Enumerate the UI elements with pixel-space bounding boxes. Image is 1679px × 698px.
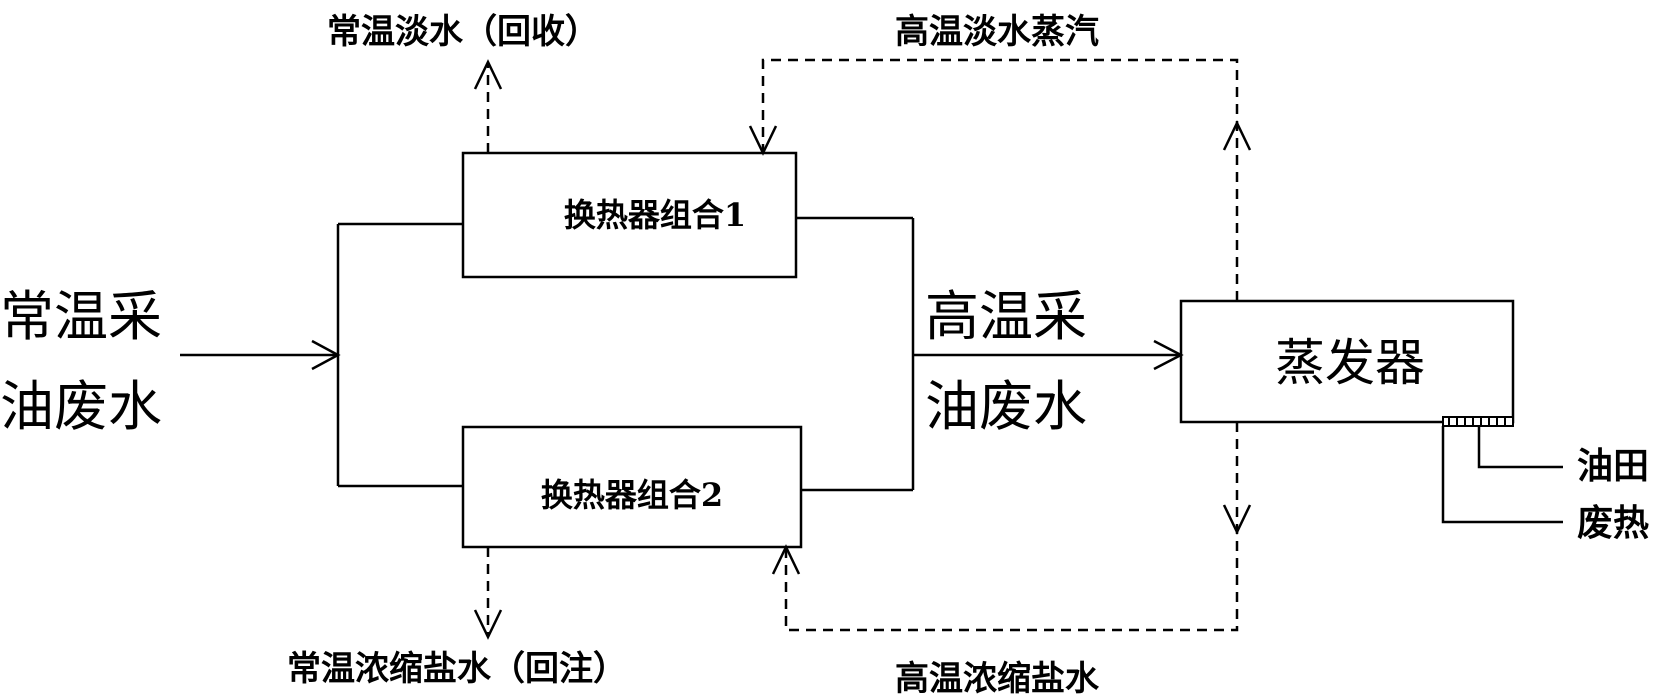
brine-into-hx2-arrowhead xyxy=(771,544,801,575)
waste-heat-inlet-strip xyxy=(1442,416,1514,427)
oilfield-label-line1: 油田 xyxy=(1577,445,1649,487)
hot-feed-arrowhead xyxy=(1153,339,1184,371)
hot-wastewater-label-line1: 高温采 xyxy=(925,285,1087,348)
brine-down-arrowhead xyxy=(1222,504,1252,535)
evaporator-box xyxy=(1179,299,1515,424)
hot-fresh-steam-label: 高温淡水蒸汽 xyxy=(895,12,1099,52)
heat-exchanger-1-label: 换热器组合1 xyxy=(564,196,746,234)
fresh-water-up-arrowhead xyxy=(473,59,503,90)
fresh-water-recovered-label: 常温淡水（回收） xyxy=(327,12,599,52)
steam-up-arrowhead xyxy=(1222,120,1252,151)
heat-exchanger-2-label: 换热器组合2 xyxy=(541,476,723,514)
brine-out-arrowhead xyxy=(473,609,503,640)
input-label-line1: 常温采 xyxy=(0,285,162,348)
brine-reinjected-label: 常温浓缩盐水（回注） xyxy=(287,649,627,689)
heat-exchanger-1-box xyxy=(461,151,798,279)
oilfield-label-line2: 废热 xyxy=(1577,502,1649,544)
waste-heat-line-2 xyxy=(1441,426,1563,524)
input-label-line2: 油废水 xyxy=(0,375,162,438)
steam-return-line xyxy=(761,58,1239,301)
brine-return-line xyxy=(784,422,1239,632)
waste-heat-line-1 xyxy=(1477,426,1563,469)
hot-wastewater-label-line2: 油废水 xyxy=(925,375,1087,438)
steam-into-hx1-arrowhead xyxy=(748,125,778,156)
hot-brine-label: 高温浓缩盐水 xyxy=(895,659,1100,698)
heat-exchanger-2-box xyxy=(461,425,803,549)
evaporator-label: 蒸发器 xyxy=(1275,334,1425,392)
